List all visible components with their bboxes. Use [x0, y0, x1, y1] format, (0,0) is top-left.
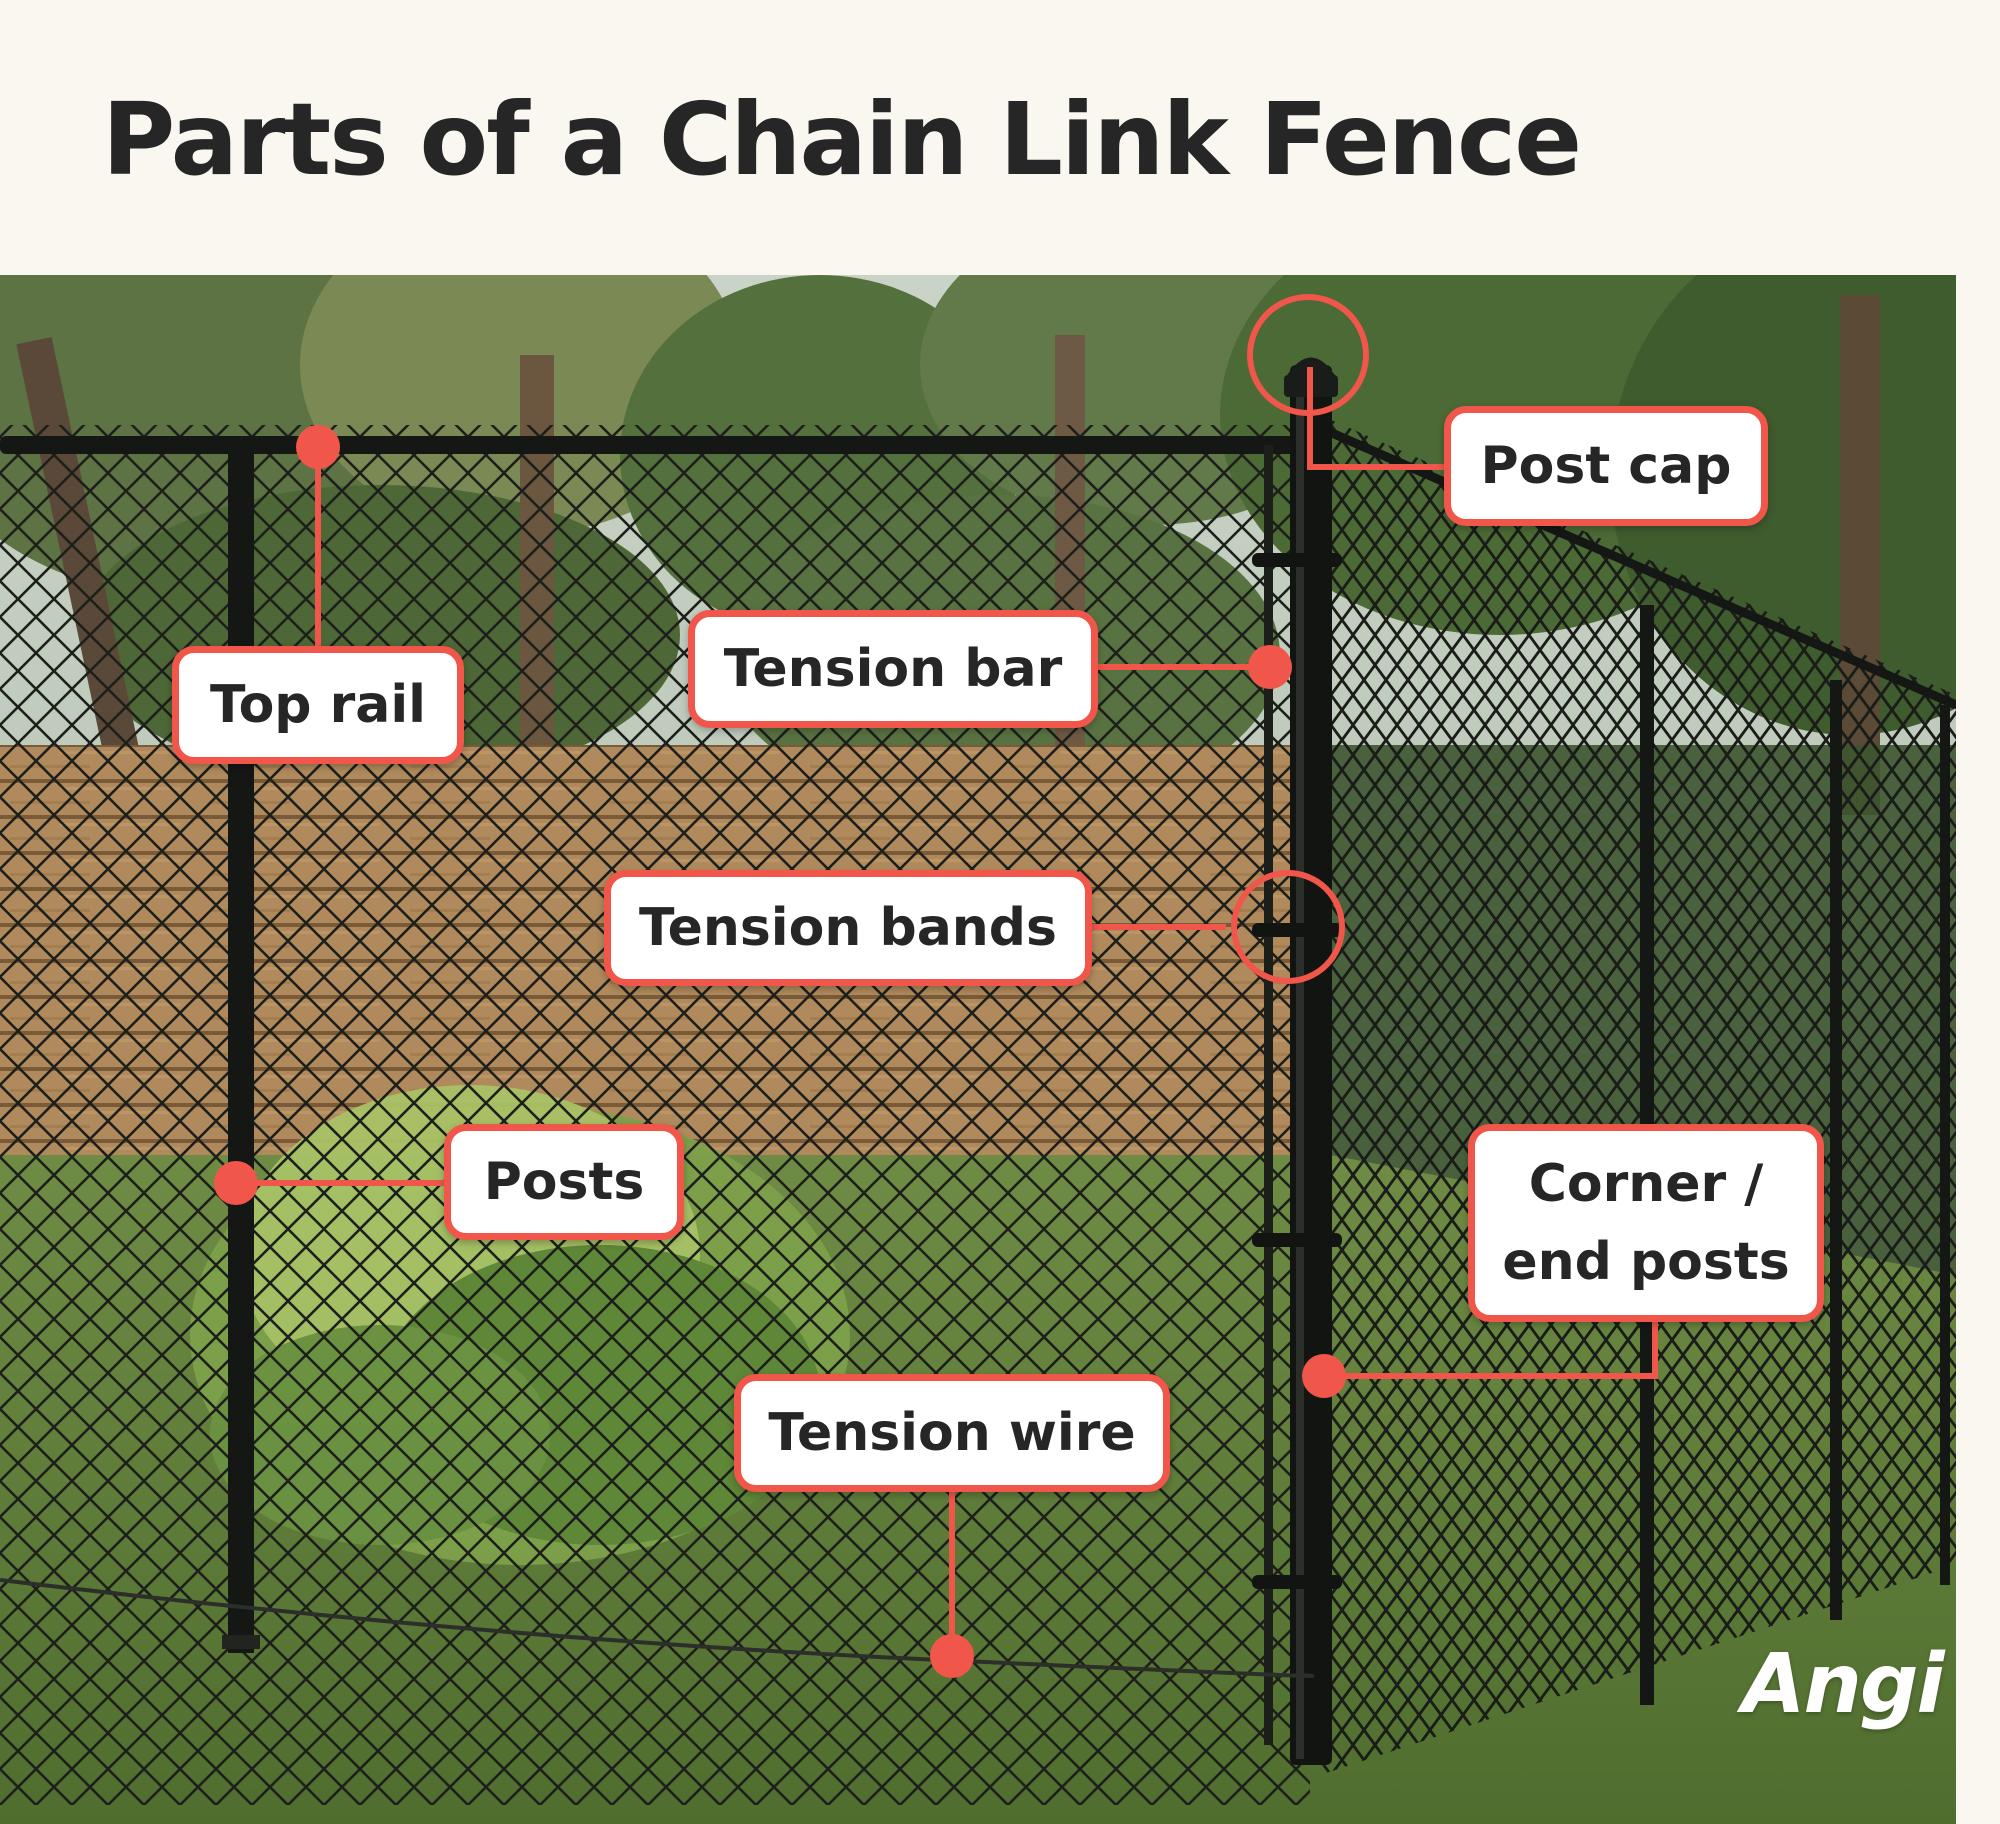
label-tension-bands-text: Tension bands	[639, 898, 1057, 958]
label-top-rail: Top rail	[172, 646, 464, 764]
label-tension-bands: Tension bands	[604, 870, 1092, 986]
angi-logo: Angi	[1742, 1637, 1945, 1732]
line-post	[228, 443, 254, 1653]
callout-dots	[214, 425, 1346, 1678]
label-corner-end-posts-line2: end posts	[1502, 1232, 1790, 1292]
tension-bar	[1264, 445, 1273, 1745]
tension-bands-hardware	[1252, 553, 1342, 1589]
callout-lines	[236, 367, 1658, 1656]
label-top-rail-text: Top rail	[210, 675, 426, 735]
tension-wire	[0, 1578, 1315, 1678]
label-tension-bar: Tension bar	[688, 610, 1098, 728]
label-tension-wire: Tension wire	[734, 1374, 1170, 1492]
label-corner-end-posts-line1: Corner /	[1528, 1154, 1764, 1214]
page-title: Parts of a Chain Link Fence	[102, 81, 1582, 198]
tension-bands-highlight	[1231, 870, 1345, 984]
label-post-cap: Post cap	[1444, 406, 1768, 526]
label-corner-end-posts: Corner / end posts	[1468, 1124, 1824, 1322]
label-post-cap-text: Post cap	[1480, 436, 1732, 496]
label-tension-wire-text: Tension wire	[768, 1403, 1136, 1463]
top-rail	[0, 436, 1320, 454]
label-posts: Posts	[444, 1124, 684, 1240]
label-posts-text: Posts	[483, 1152, 645, 1212]
front-mesh	[0, 425, 1310, 1805]
post-cap-highlight	[1247, 294, 1369, 416]
label-tension-bar-text: Tension bar	[723, 639, 1063, 699]
side-mesh	[1320, 415, 1956, 1775]
